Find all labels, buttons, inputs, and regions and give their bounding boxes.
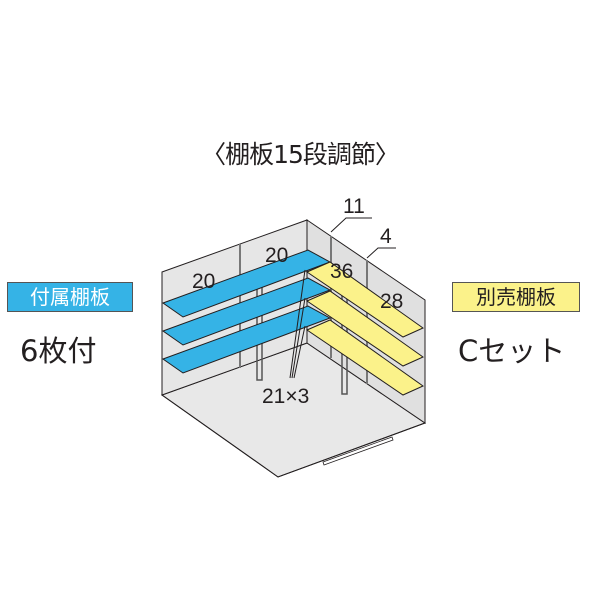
included-shelves-count: 6枚付 bbox=[20, 334, 97, 368]
label-corner-shelf: 36 bbox=[330, 260, 353, 283]
blue-shelf-2 bbox=[161, 277, 332, 346]
label-pole-count: 21×3 bbox=[262, 385, 309, 408]
label-right-pole: 4 bbox=[380, 225, 392, 248]
door-rail bbox=[322, 436, 394, 466]
optional-shelves bbox=[305, 261, 425, 396]
yellow-shelf-1 bbox=[305, 261, 425, 338]
box-edge bbox=[161, 272, 426, 478]
blue-shelf-3 bbox=[161, 305, 332, 374]
optional-set-label: Cセット bbox=[458, 334, 566, 368]
optional-shelves-badge: 別売棚板 bbox=[452, 282, 580, 312]
included-shelves-badge: 付属棚板 bbox=[7, 282, 133, 312]
page-title: 〈棚板15段調節〉 bbox=[201, 140, 400, 169]
yellow-shelf-3 bbox=[305, 319, 425, 396]
label-top-right: 11 bbox=[343, 195, 365, 218]
label-left-shelf: 20 bbox=[192, 270, 215, 293]
included-shelves bbox=[161, 249, 332, 374]
yellow-shelf-2 bbox=[305, 290, 425, 367]
label-mid-shelf: 20 bbox=[265, 244, 288, 267]
label-right-shelf: 28 bbox=[380, 290, 403, 313]
